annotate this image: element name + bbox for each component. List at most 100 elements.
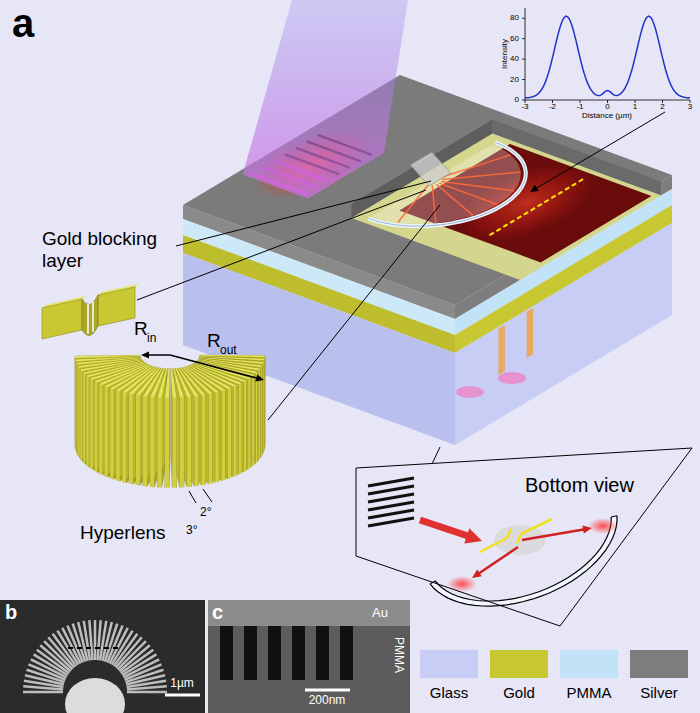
ray-line — [436, 184, 472, 215]
bottom-view-drawing — [368, 478, 618, 606]
label-text: 2° — [200, 506, 211, 520]
fin-outer — [222, 390, 225, 481]
section-bar — [268, 626, 281, 680]
blocking-line — [480, 538, 507, 552]
fin-outer — [252, 375, 254, 467]
scale-bar — [165, 694, 200, 697]
fin-outer — [75, 359, 77, 451]
blocking-line — [517, 534, 521, 543]
legend-swatch — [490, 650, 548, 678]
label-text: 1 — [633, 102, 637, 111]
light-spot — [498, 372, 526, 384]
fin-outer — [99, 384, 102, 475]
angle-mark — [189, 491, 196, 503]
fin-outer — [76, 363, 78, 455]
leader-arrow-head — [530, 185, 539, 192]
fin-outer — [202, 395, 206, 486]
fin-outer — [78, 366, 79, 458]
legend-swatch — [630, 650, 688, 678]
label-text: a — [12, 0, 34, 46]
plate-slit — [87, 304, 89, 334]
fin-outer — [256, 372, 258, 464]
trench-arc — [368, 142, 525, 226]
section-bar — [316, 626, 329, 680]
label-text: 1µm — [170, 677, 194, 691]
label-text: 3 — [688, 102, 692, 111]
grating-line — [368, 510, 414, 518]
label-text: 0 — [515, 95, 519, 104]
plate-notch — [82, 295, 98, 336]
sem-dash — [68, 647, 122, 649]
ray-line — [441, 182, 514, 191]
fin-outer — [158, 397, 162, 487]
label-text: R — [207, 330, 221, 352]
plot-tick — [522, 100, 525, 101]
fin-outer — [90, 378, 92, 470]
view-panel: Bottom view — [354, 444, 694, 629]
plate-face — [98, 287, 135, 326]
panel-title: Bottom view — [525, 474, 634, 497]
fin-outer — [228, 388, 231, 479]
fin-outer — [215, 392, 219, 483]
label-text: -2 — [549, 102, 556, 111]
output-arrow — [522, 529, 585, 540]
plot-tick — [522, 18, 525, 19]
label-text: Gold blocking layer — [42, 228, 182, 272]
plot-tick — [522, 38, 525, 39]
contact-pad — [498, 325, 505, 375]
label-text: 200nm — [309, 694, 346, 708]
sem-fin — [127, 686, 167, 689]
intensity-curve — [525, 16, 690, 98]
fin-outer — [136, 395, 140, 486]
cross-section-panel — [208, 600, 410, 713]
contact-pad — [527, 308, 534, 358]
label-text: -3 — [521, 102, 528, 111]
section-bar — [220, 626, 233, 680]
fin-outer — [165, 398, 169, 488]
fin-outer — [187, 397, 191, 487]
leader-line — [432, 447, 440, 464]
output-arrow-head — [582, 526, 592, 534]
label-text: 60 — [510, 34, 519, 43]
fin-outer — [116, 390, 120, 481]
label-text: PMMA — [391, 637, 405, 673]
label-text: 20 — [510, 75, 519, 84]
label-text: 80 — [510, 13, 519, 22]
label-text: 3° — [186, 524, 197, 538]
trench-edge — [611, 516, 617, 517]
blocking-layer-part — [42, 284, 139, 339]
measure-line — [490, 178, 585, 235]
sem-dome — [65, 678, 125, 713]
output-arrow-head — [472, 570, 482, 578]
output-spot — [588, 518, 618, 534]
device-block — [183, 0, 672, 445]
light-spot — [456, 386, 484, 398]
blocking-line — [521, 519, 552, 534]
fin-outer — [180, 397, 184, 487]
label-text: b — [5, 601, 17, 624]
section-image — [208, 600, 410, 713]
gold-band — [208, 600, 410, 626]
source-arrow — [420, 520, 468, 536]
legend-text: Glass — [430, 684, 468, 701]
panel-outline — [354, 444, 694, 629]
silver-top — [183, 75, 672, 305]
fin-outer — [143, 396, 147, 487]
plot-tick — [522, 79, 525, 80]
label-text: 0 — [605, 102, 609, 111]
radius-arrow-head — [141, 351, 149, 358]
fin-outer — [195, 396, 199, 487]
hyperlens-part — [75, 351, 265, 503]
label-text: Distance (µm) — [582, 111, 632, 120]
section-bar — [244, 626, 257, 680]
fin-outer — [87, 375, 89, 467]
fin-outer — [150, 397, 154, 487]
fin-outer — [122, 392, 126, 483]
sem-fin — [57, 631, 78, 665]
trench-arc-edge — [368, 142, 525, 226]
leader-line — [137, 190, 426, 300]
output-arrow — [478, 547, 518, 574]
leader-arrow — [536, 112, 665, 189]
